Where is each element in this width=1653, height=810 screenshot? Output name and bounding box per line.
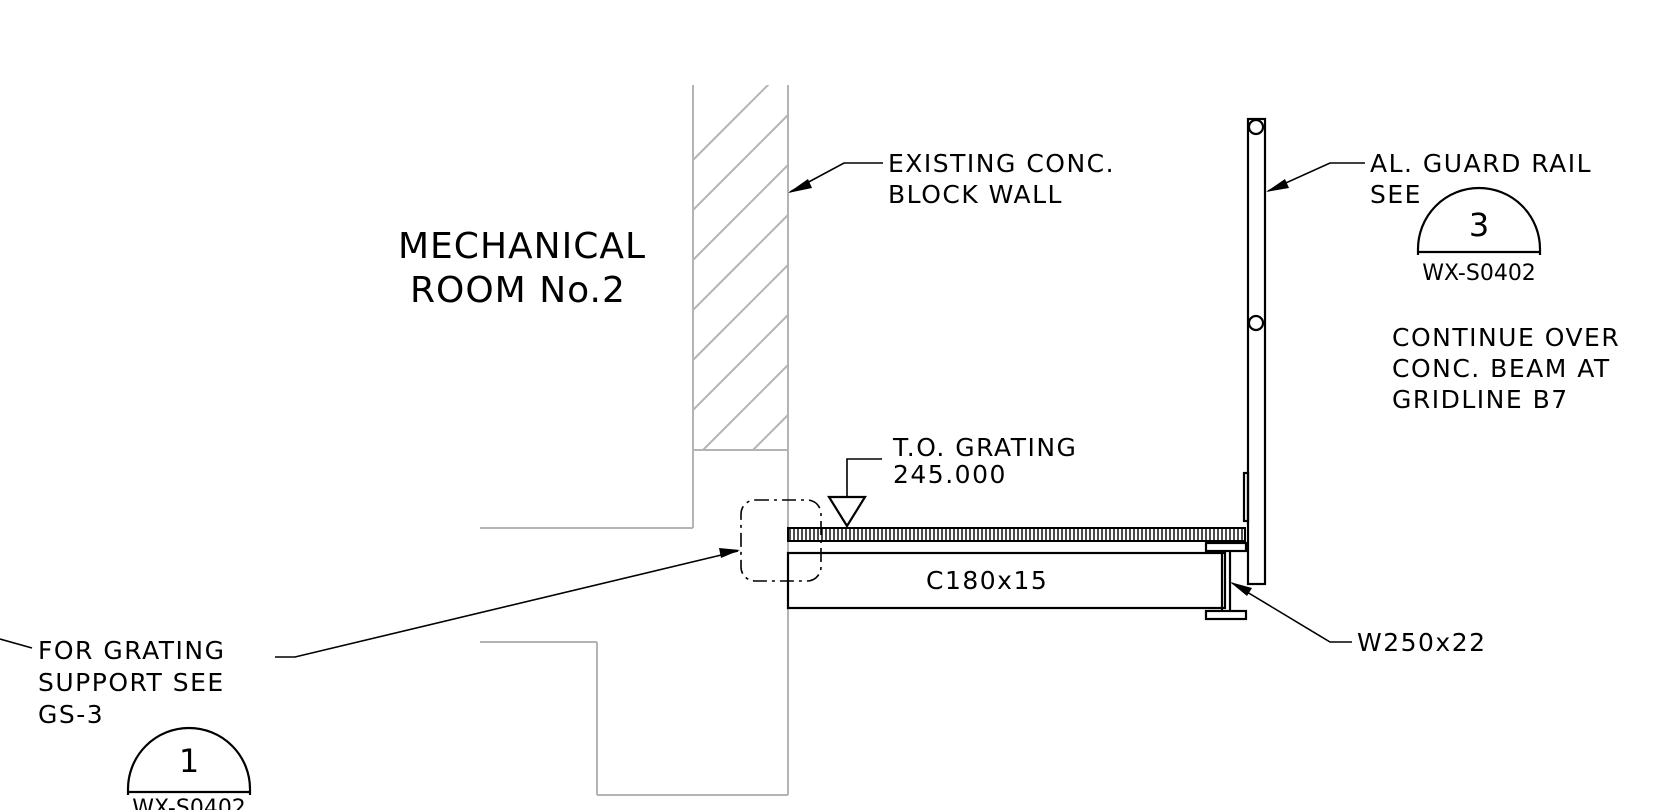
rail-detail-sheet: WX-S0402 [1422,261,1536,286]
grating-level-line2: 245.000 [893,460,1007,489]
support-note-arrow [719,548,740,558]
rail-detail-number: 3 [1469,206,1489,244]
beam-leader [1231,582,1352,643]
wall-note-line1: EXISTING CONC. [888,149,1115,178]
rail-note-leader [1267,162,1365,192]
rail-note-line2: SEE [1370,180,1422,209]
w-beam-section [1204,541,1248,621]
support-detail-sheet: WX-S0402 [132,796,246,810]
wall-hatch [693,85,788,450]
support-note-line2: SUPPORT SEE [38,668,225,697]
beam-label: W250x22 [1357,628,1487,657]
existing-block-wall [480,85,789,796]
continue-note-line2: CONC. BEAM AT [1392,354,1611,383]
wall-note-line2: BLOCK WALL [888,180,1063,209]
support-detail-boundary [740,499,822,582]
support-note-leader [275,550,739,658]
room-label-line2: ROOM No.2 [410,270,626,311]
rail-note-arrow [1266,179,1289,192]
continue-note-line3: GRIDLINE B7 [1392,385,1569,414]
rail-note-line1: AL. GUARD RAIL [1370,149,1592,178]
support-note-line3: GS-3 [38,700,104,729]
beam-leader-arrow [1230,582,1252,596]
room-label-line1: MECHANICAL [398,226,646,267]
support-detail-number: 1 [179,742,199,780]
channel-label: C180x15 [926,566,1048,595]
grating-level-line1: T.O. GRATING [892,433,1077,462]
left-edge-leader [0,638,33,649]
support-detail-callout: 1 WX-S0402 [126,726,252,810]
wall-note-arrow [788,179,812,193]
continue-note-line1: CONTINUE OVER [1392,323,1620,352]
steel-grating [787,527,1246,542]
rail-detail-callout: 3 WX-S0402 [1416,186,1542,286]
support-note-line1: FOR GRATING [38,636,225,665]
grating-level-marker [827,458,882,529]
guard-rail [1242,117,1267,586]
